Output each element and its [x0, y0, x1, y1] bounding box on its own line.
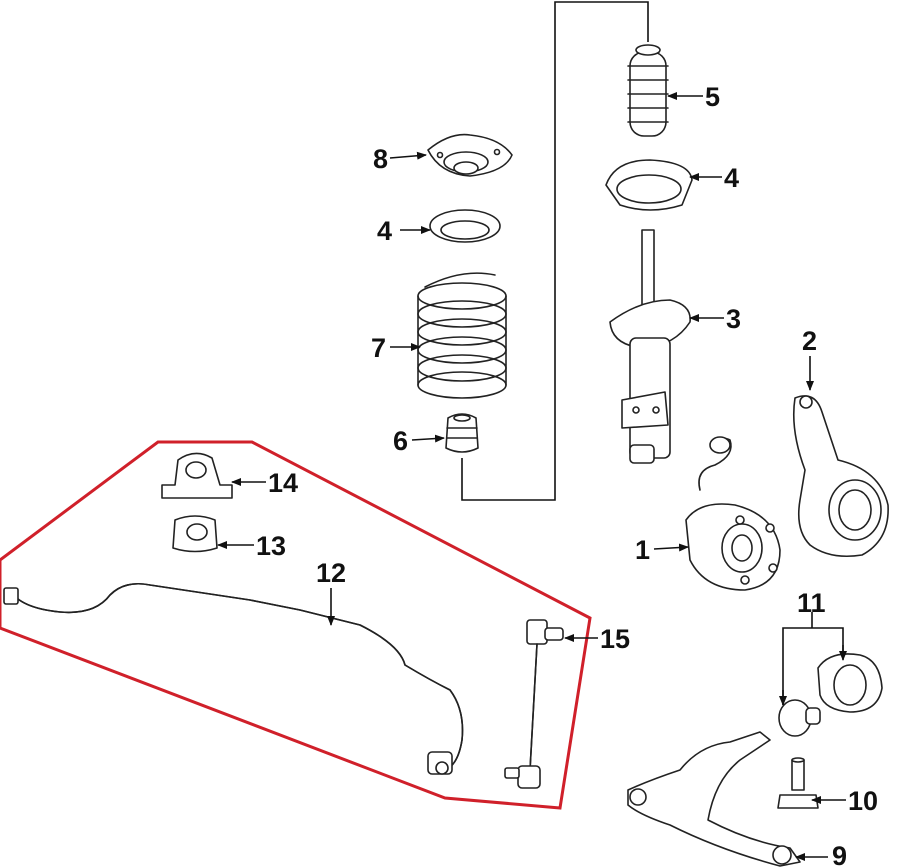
callout-1: 1	[635, 535, 650, 565]
callout-13: 13	[256, 531, 286, 561]
strut-group-bracket	[461, 1, 649, 501]
callout-9: 9	[832, 841, 847, 868]
callout-6: 6	[393, 426, 408, 456]
strut-mount-part	[427, 133, 513, 177]
callout-10: 10	[848, 786, 878, 816]
leader-lines	[217, 92, 847, 861]
callout-12: 12	[316, 558, 346, 588]
control-arm-bushings-part	[778, 653, 883, 737]
lower-control-arm-part	[627, 731, 801, 867]
callout-15: 15	[600, 624, 630, 654]
stabilizer-bar-part	[3, 582, 464, 775]
stabilizer-bushing-part	[172, 515, 218, 553]
hub-bearing-part	[685, 436, 781, 591]
stabilizer-bracket-part	[161, 452, 233, 499]
bolt-part	[777, 757, 819, 809]
coil-spring-part	[417, 272, 507, 399]
callout-11: 11	[797, 588, 826, 618]
callout-4-right: 4	[724, 163, 739, 193]
stabilizer-link-part	[504, 619, 564, 789]
bump-stop-part	[445, 413, 479, 453]
steering-knuckle-part	[792, 395, 889, 558]
callout-3: 3	[726, 304, 741, 334]
callout-14: 14	[268, 468, 298, 498]
strut-part	[609, 229, 691, 464]
callout-8: 8	[373, 144, 388, 174]
callout-5: 5	[705, 82, 720, 112]
spring-seat-upper-part	[605, 159, 693, 211]
spring-insulator-part	[429, 209, 501, 243]
dust-boot-part	[627, 44, 669, 137]
stabilizer-group-outline	[0, 440, 592, 810]
callout-2: 2	[802, 326, 817, 356]
callout-7: 7	[371, 333, 386, 363]
callout-4-left: 4	[377, 216, 392, 246]
